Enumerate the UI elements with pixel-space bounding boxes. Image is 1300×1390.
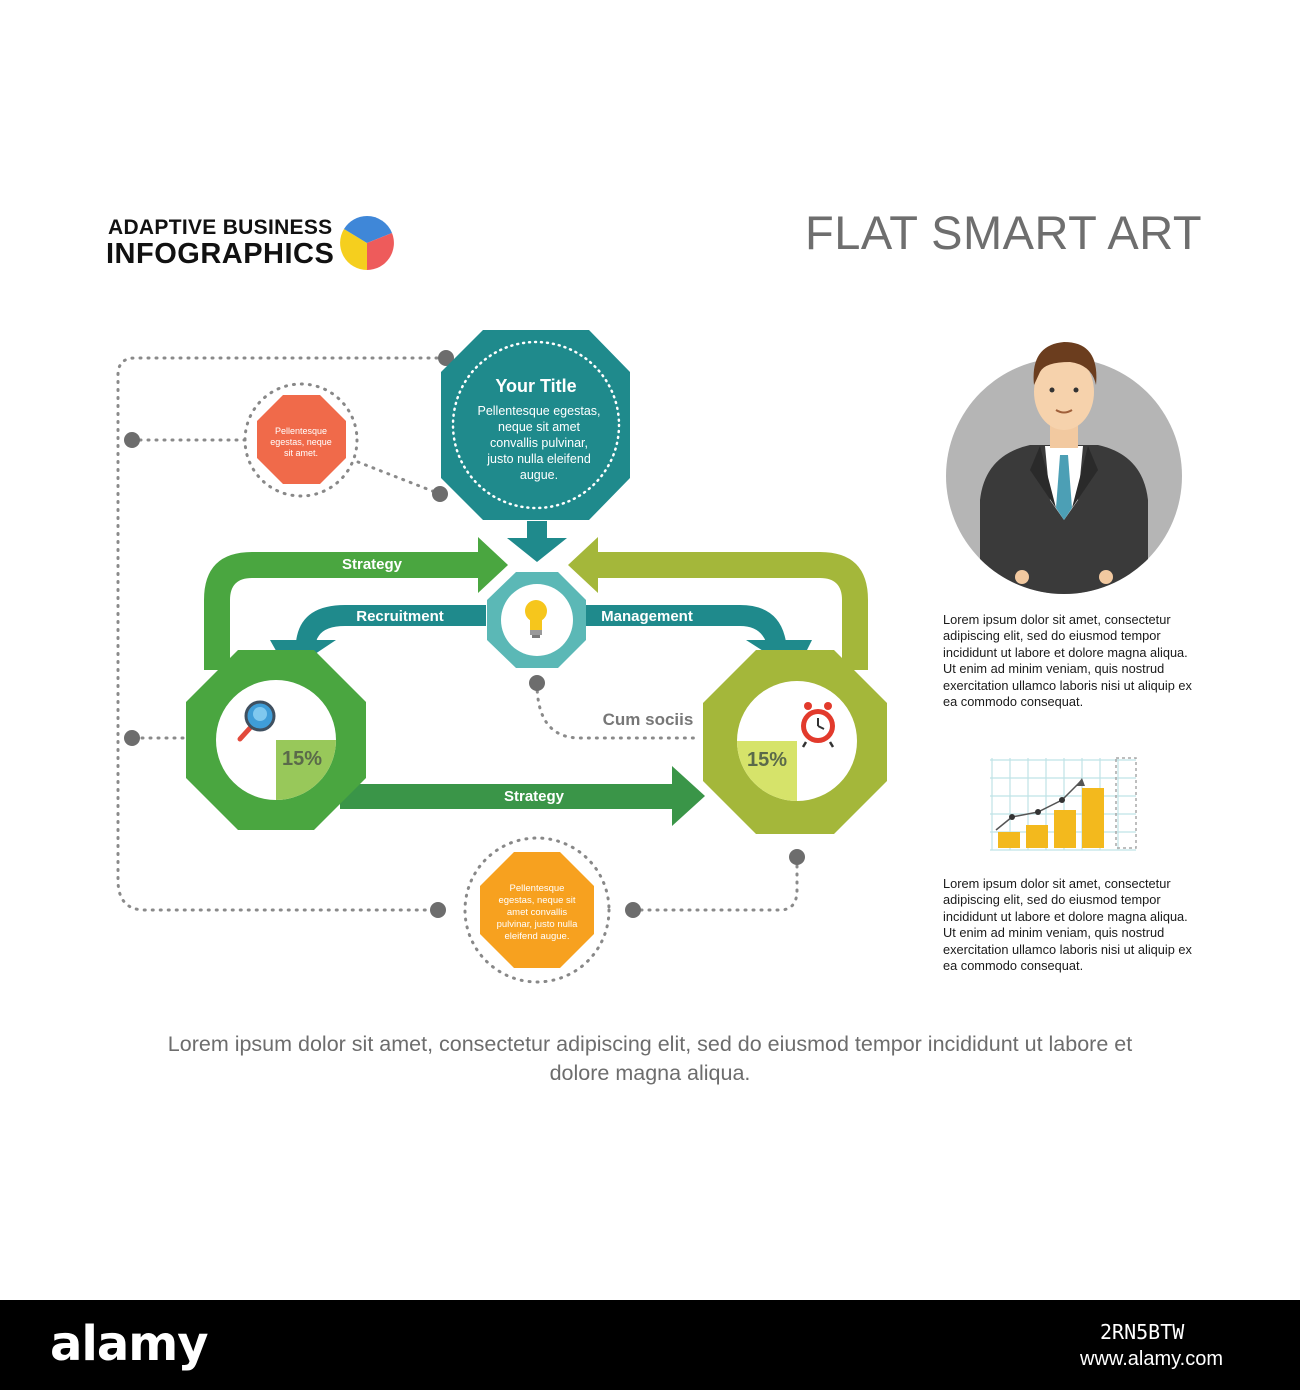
center-node (487, 572, 586, 668)
title-box-line: convallis pulvinar, (490, 436, 588, 450)
bar-chart-icon (990, 757, 1137, 851)
businessman-avatar (946, 342, 1182, 594)
left-note-line: Pellentesque (275, 426, 327, 436)
strategy-bottom-label: Strategy (504, 788, 565, 805)
cum-sociis-label: Cum sociis (603, 710, 694, 729)
left-note: Pellentesque egestas, neque sit amet. (243, 382, 359, 498)
strategy-bottom-arrow: Strategy (340, 766, 705, 826)
footer-url: www.alamy.com (1080, 1348, 1223, 1370)
left-percent-quadrant (276, 740, 336, 800)
footer-logo: alamy (50, 1316, 209, 1372)
bottom-note-line: Pellentesque (510, 883, 565, 894)
title-box-line: neque sit amet (498, 420, 581, 434)
bottom-note-line: eleifend augue. (505, 931, 570, 942)
title-box-line: augue. (520, 468, 558, 482)
bottom-note-line: pulvinar, justo nulla (497, 919, 579, 930)
left-note-line: egestas, neque (270, 437, 332, 447)
bottom-note-line: amet convallis (507, 907, 567, 918)
brand-line-2: INFOGRAPHICS (106, 238, 335, 270)
recruitment-label: Recruitment (356, 608, 444, 625)
bottom-note: Pellentesque egestas, neque sit amet con… (463, 836, 611, 984)
lightbulb-icon (525, 600, 547, 638)
olive-arrow (568, 537, 868, 670)
strategy-top-arrow: Strategy (204, 537, 508, 670)
page-title: FLAT SMART ART (805, 206, 1203, 259)
pie-chart-icon (340, 216, 394, 270)
alarm-clock-icon (801, 702, 835, 748)
left-percent-label: 15% (282, 748, 322, 770)
strategy-top-label: Strategy (342, 556, 403, 573)
right-percent-quadrant (737, 741, 797, 801)
process-diagram: Pellentesque egestas, neque sit amet. St… (116, 216, 1182, 984)
bottom-note-line: egestas, neque sit (498, 895, 575, 906)
side-text-1: Lorem ipsum dolor sit amet, consectetur … (943, 612, 1192, 710)
left-note-line: sit amet. (284, 448, 318, 458)
brand-line-1: ADAPTIVE BUSINESS (108, 216, 333, 239)
footer-bar (0, 1300, 1300, 1390)
title-box-line: Pellentesque egestas, (477, 404, 600, 418)
dotted-connectors (116, 356, 799, 912)
title-box-heading: Your Title (495, 376, 576, 396)
down-arrow (507, 521, 567, 562)
footer-image-id: 2RN5BTW (1100, 1320, 1185, 1344)
right-node: 15% (703, 650, 887, 834)
management-label: Management (601, 608, 693, 625)
title-box: Your Title Pellentesque egestas, neque s… (441, 330, 630, 520)
bottom-text: Lorem ipsum dolor sit amet, consectetur … (167, 1032, 1133, 1085)
left-node: 15% (186, 650, 366, 830)
magnifier-icon (237, 700, 276, 742)
title-box-line: justo nulla eleifend (486, 452, 591, 466)
right-percent-label: 15% (747, 749, 787, 771)
side-text-2: Lorem ipsum dolor sit amet, consectetur … (943, 876, 1192, 974)
connector-dots (124, 350, 805, 918)
